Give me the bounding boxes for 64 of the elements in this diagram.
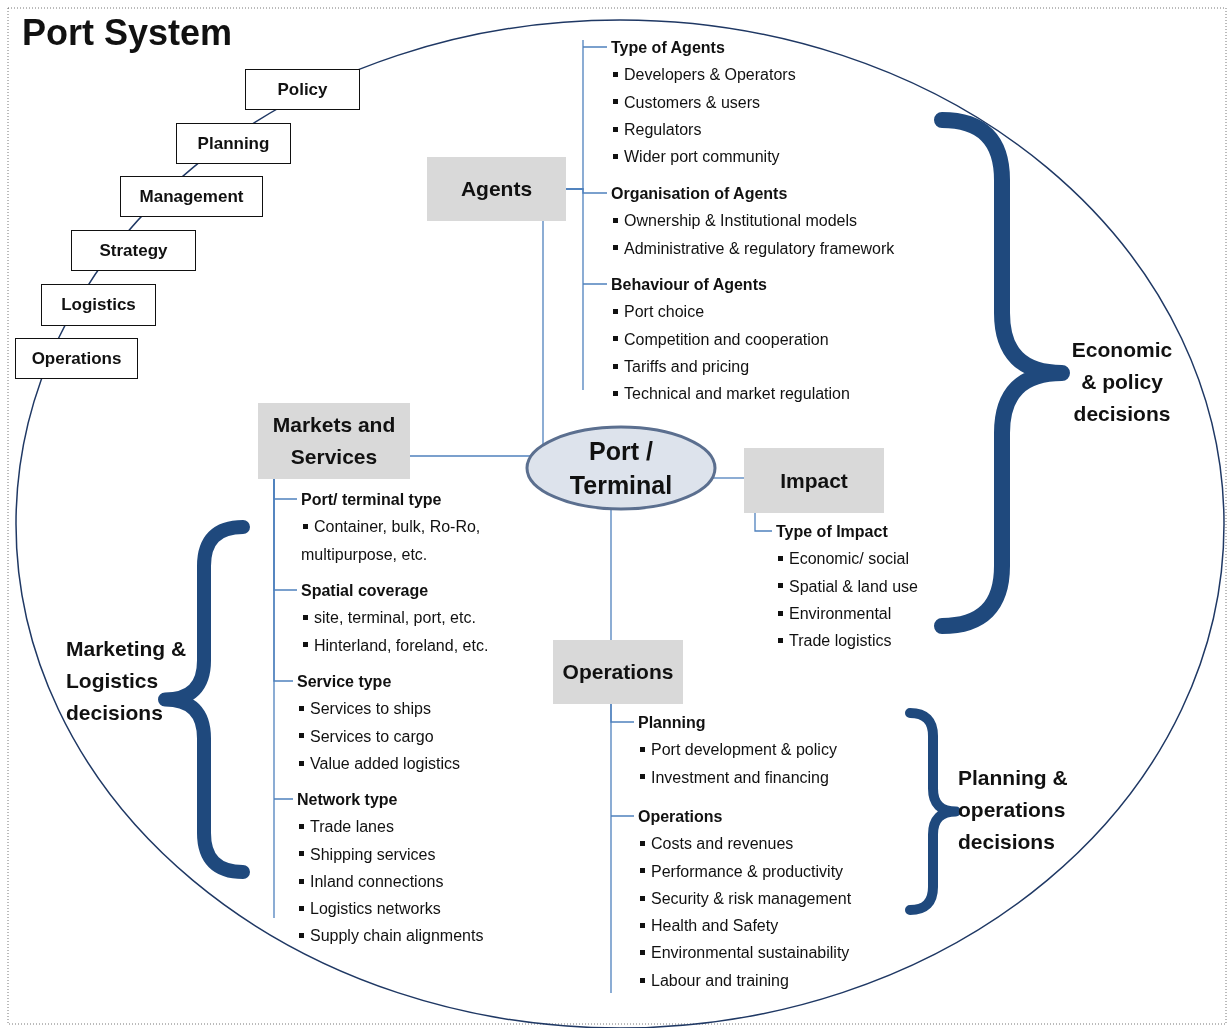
list-item: Health and Safety (638, 912, 779, 940)
list-item: Labour and training (638, 966, 789, 995)
list-item: Ownership & Institutional models (611, 207, 857, 235)
list-item: Value added logistics (297, 749, 461, 778)
topic-box: Impact (744, 448, 884, 513)
list-item: Wider port community (611, 143, 780, 171)
connector-line (610, 508, 612, 641)
list-item: Administrative & regulatory framework (611, 234, 895, 262)
list-item: Hinterland, foreland, etc. (301, 631, 489, 659)
list-item: Tariffs and pricing (611, 352, 750, 381)
brace-label: Economic & policy decisions (1070, 337, 1174, 427)
list-heading: Service type (297, 672, 392, 692)
list-item: Developers & Operators (611, 61, 796, 89)
level-box: Planning (176, 123, 291, 164)
center-label: Port / Terminal (568, 436, 674, 501)
topic-box: Markets and Services (258, 403, 410, 479)
connector-line (610, 703, 635, 994)
list-item: Port development & policy (638, 736, 837, 764)
list-item: Logistics networks (297, 895, 441, 923)
list-item: Competition and cooperation (611, 325, 829, 353)
list-heading: Planning (638, 713, 706, 733)
list-item: Shipping services (297, 840, 436, 868)
list-heading: Network type (297, 790, 398, 810)
topic-box: Operations (553, 640, 683, 704)
level-box: Strategy (71, 230, 196, 271)
list-heading: Organisation of Agents (611, 184, 788, 204)
list-item: Trade logistics (776, 627, 892, 655)
list-item: Services to ships (297, 695, 431, 723)
list-item: Regulators (611, 115, 702, 144)
list-item: Security & risk management (638, 884, 852, 913)
level-box: Management (120, 176, 263, 217)
list-heading: Port/ terminal type (301, 490, 442, 510)
diagram-title: Port System (22, 12, 233, 54)
list-item: Trade lanes (297, 813, 394, 841)
list-item: Environmental (776, 599, 892, 628)
list-item: Performance & productivity (638, 857, 844, 885)
list-heading: Type of Agents (611, 38, 725, 58)
list-item: Port choice (611, 298, 705, 326)
connector-line (409, 455, 532, 457)
list-item: Environmental sustainability (638, 939, 850, 967)
list-item: site, terminal, port, etc. (301, 604, 476, 632)
list-heading: Type of Impact (776, 522, 888, 542)
list-item: Customers & users (611, 88, 761, 116)
list-item: Container, bulk, Ro-Ro, multipurpose, etc. (301, 513, 521, 568)
list-heading: Operations (638, 807, 723, 827)
connector-line (711, 477, 745, 479)
brace-label: Marketing & Logistics decisions (66, 636, 188, 726)
list-item: Spatial & land use (776, 572, 918, 600)
list-item: Investment and financing (638, 763, 829, 791)
list-item: Supply chain alignments (297, 922, 484, 950)
list-item: Technical and market regulation (611, 380, 850, 408)
connector-line (565, 188, 608, 391)
connector-line (754, 512, 773, 532)
list-item: Inland connections (297, 867, 444, 896)
level-box: Logistics (41, 284, 156, 326)
list-item: Services to cargo (297, 722, 434, 750)
brace-label: Planning & operations decisions (958, 765, 1069, 855)
list-item: Costs and revenues (638, 830, 794, 858)
level-box: Operations (15, 338, 138, 379)
level-box: Policy (245, 69, 360, 110)
topic-box: Agents (427, 157, 566, 221)
list-heading: Spatial coverage (301, 581, 429, 601)
list-heading: Behaviour of Agents (611, 275, 767, 295)
list-item: Economic/ social (776, 545, 910, 573)
